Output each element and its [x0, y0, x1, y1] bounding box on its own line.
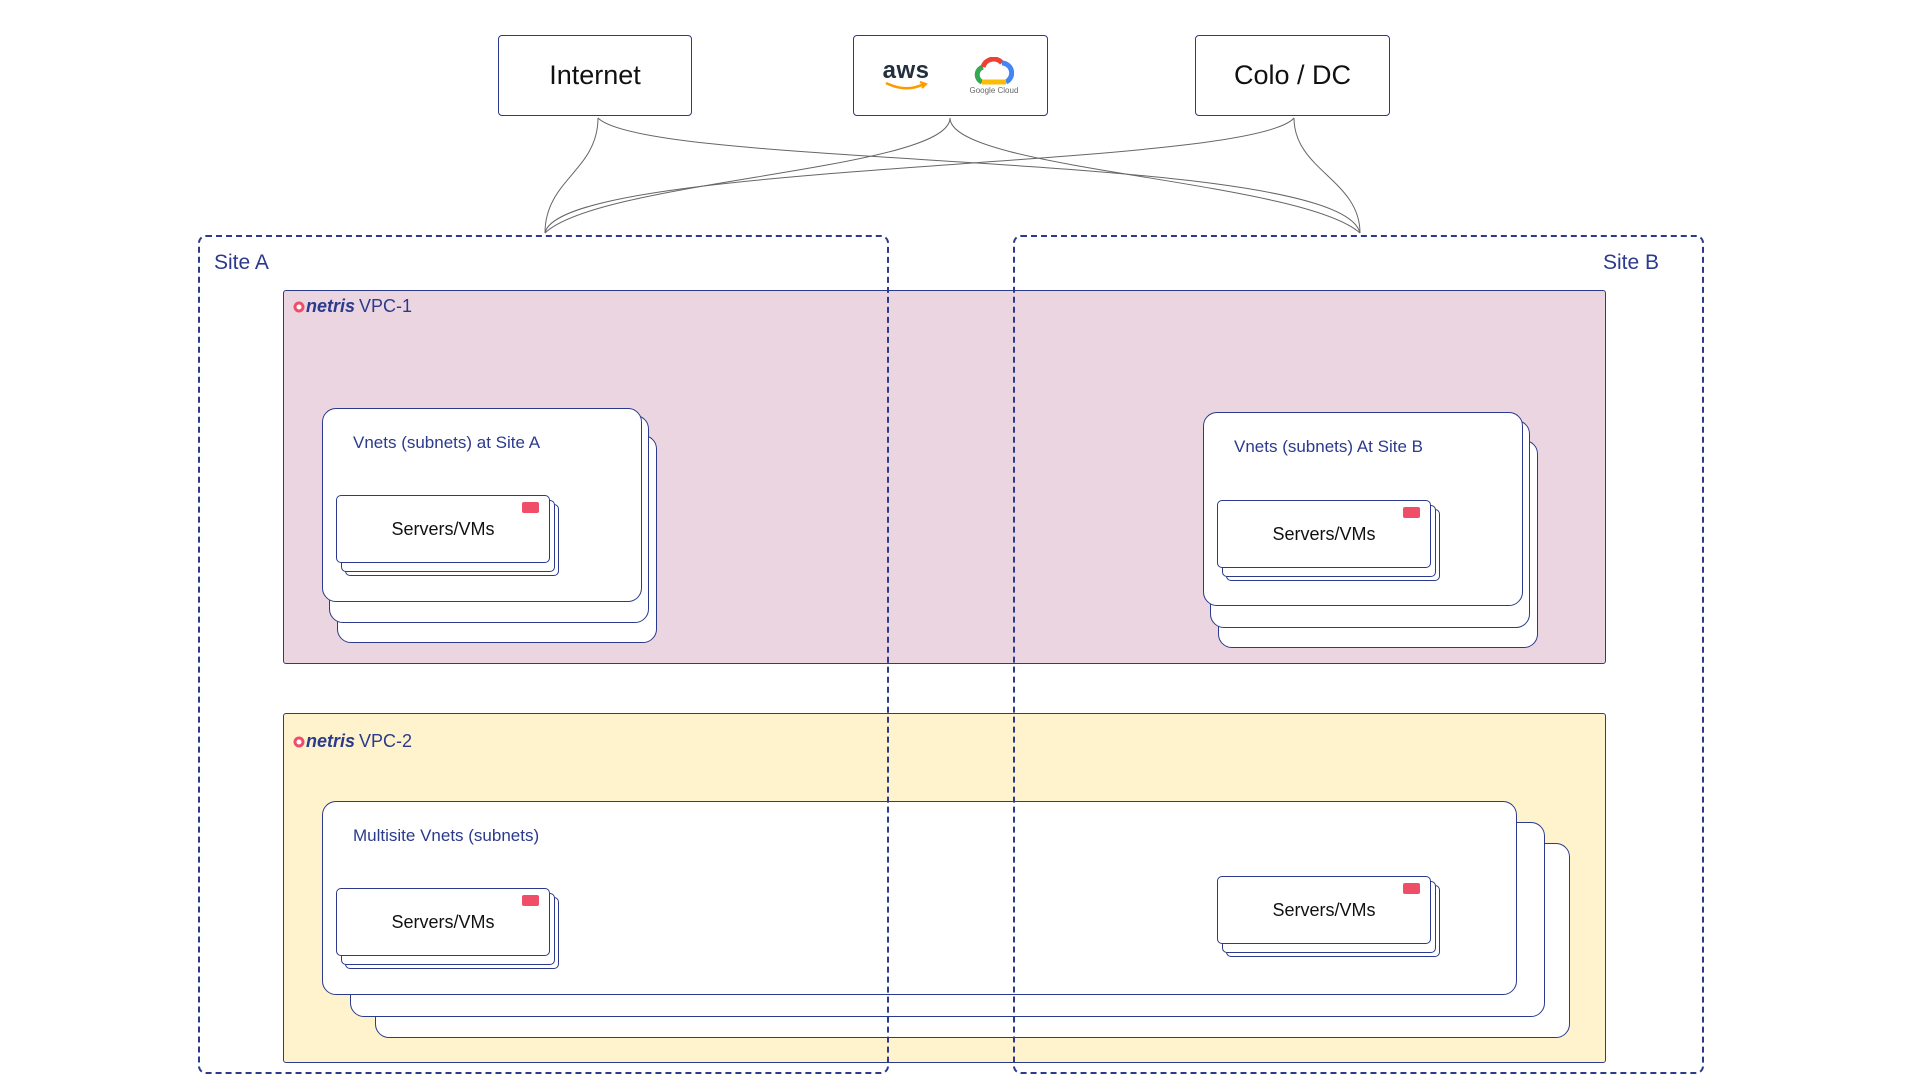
link-cloud-site-b — [949, 117, 1361, 234]
server-flag-icon — [522, 502, 539, 513]
server-vm-multisite-a: Servers/VMs — [336, 888, 550, 956]
netris-icon — [293, 301, 305, 312]
server-flag-icon — [1403, 507, 1420, 518]
link-internet-site-a — [544, 117, 599, 234]
vnet-site-b-title: Vnets (subnets) At Site B — [1234, 437, 1423, 456]
site-a-label: Site A — [214, 251, 269, 274]
google-cloud-icon — [974, 56, 1014, 84]
link-internet-site-b — [597, 117, 1361, 234]
internet-node: Internet — [498, 35, 692, 116]
server-vm-site-a: Servers/VMs — [336, 495, 550, 563]
colo-dc-label: Colo / DC — [1233, 60, 1352, 90]
vpc-1-label-group: netris VPC-1 — [292, 296, 412, 317]
aws-smile-icon — [885, 80, 928, 89]
link-cloud-site-a — [544, 117, 951, 234]
netris-logo: netris — [292, 731, 355, 752]
vpc-2-label: VPC-2 — [359, 731, 413, 751]
server-vm-multisite-b: Servers/VMs — [1217, 876, 1431, 944]
netris-logo: netris — [292, 296, 355, 317]
vpc-2-label-group: netris VPC-2 — [292, 731, 412, 752]
server-flag-icon — [1403, 883, 1420, 894]
server-vm-site-b: Servers/VMs — [1217, 500, 1431, 568]
cloud-node: aws Google Cloud — [853, 35, 1048, 116]
server-flag-icon — [522, 895, 539, 906]
vpc-1-label: VPC-1 — [359, 296, 413, 316]
vnet-site-a-title: Vnets (subnets) at Site A — [353, 433, 541, 452]
google-cloud-logo: Google Cloud — [969, 56, 1018, 95]
site-b-label: Site B — [1603, 251, 1660, 274]
link-colo-site-a — [544, 117, 1295, 234]
multisite-vnet-title: Multisite Vnets (subnets) — [353, 826, 540, 845]
link-colo-site-b — [1293, 117, 1361, 234]
site-b-boundary — [1013, 235, 1704, 1074]
internet-label: Internet — [549, 60, 641, 90]
colo-dc-node: Colo / DC — [1195, 35, 1390, 116]
netris-icon — [293, 736, 305, 747]
site-a-boundary — [198, 235, 889, 1074]
aws-logo: aws — [883, 58, 930, 91]
